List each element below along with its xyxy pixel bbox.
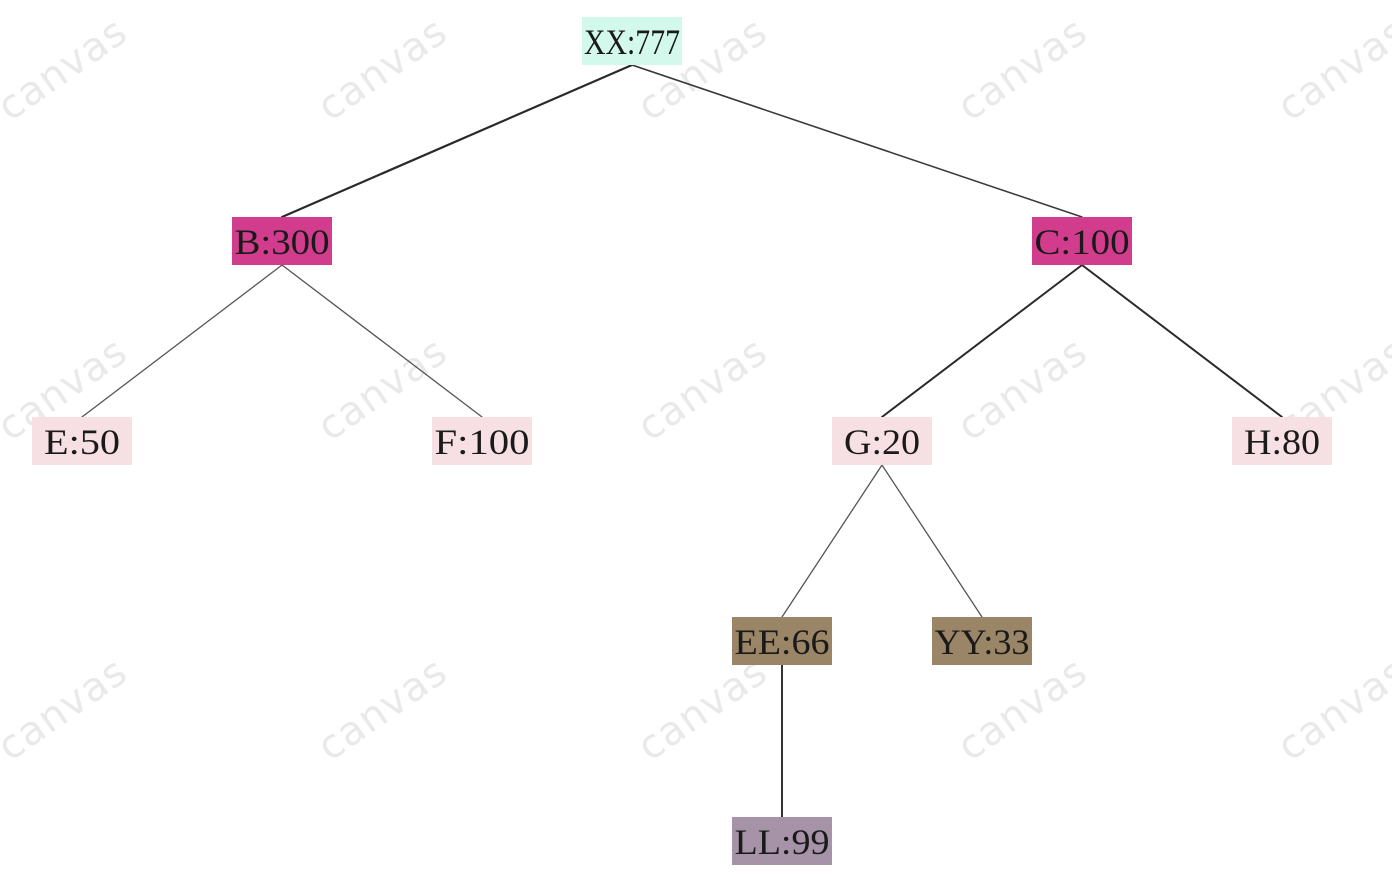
node-label: B:300 — [235, 222, 330, 262]
node-label: EE:66 — [735, 622, 830, 662]
node-box — [582, 17, 682, 65]
node-box — [732, 617, 832, 665]
node-c[interactable]: C:100 — [1032, 217, 1132, 265]
edge-b-e — [81, 264, 283, 418]
node-box — [932, 617, 1032, 665]
node-label: G:20 — [844, 422, 920, 462]
edge-g-ee — [781, 464, 883, 618]
node-xx[interactable]: XX:777 — [582, 17, 682, 65]
watermark-text: canvas — [0, 8, 136, 130]
node-yy[interactable]: YY:33 — [932, 617, 1032, 665]
watermark-text: canvas — [949, 8, 1096, 130]
watermark-text: canvas — [309, 648, 456, 770]
node-label: YY:33 — [935, 622, 1030, 662]
node-h[interactable]: H:80 — [1232, 417, 1332, 465]
watermark-text: canvas — [629, 648, 776, 770]
node-box — [432, 417, 532, 465]
watermark-layer: canvas canvas canvas canvas canvas canvas canv… — [0, 8, 1392, 770]
node-box — [732, 817, 832, 865]
node-box — [232, 217, 332, 265]
watermark-text: canvas — [309, 8, 456, 130]
node-f[interactable]: F:100 — [432, 417, 532, 465]
watermark-text: canvas — [1269, 8, 1392, 130]
watermark-text: canvas — [0, 648, 136, 770]
watermark-text: canvas — [949, 328, 1096, 450]
node-box — [1232, 417, 1332, 465]
node-label: LL:99 — [735, 822, 830, 862]
edge-b-f — [281, 264, 483, 418]
node-box — [832, 417, 932, 465]
edge-c-h — [1081, 264, 1283, 418]
node-label: F:100 — [435, 422, 530, 462]
edge-c-g — [881, 264, 1083, 418]
watermark-text: canvas — [629, 328, 776, 450]
node-ee[interactable]: EE:66 — [732, 617, 832, 665]
node-box — [1032, 217, 1132, 265]
node-b[interactable]: B:300 — [232, 217, 332, 265]
node-label: C:100 — [1035, 222, 1130, 262]
node-box — [32, 417, 132, 465]
node-label: XX:777 — [584, 22, 680, 62]
node-ll[interactable]: LL:99 — [732, 817, 832, 865]
edge-g-yy — [881, 464, 983, 618]
edge-xx-c — [631, 64, 1083, 218]
watermark-text: canvas — [1269, 648, 1392, 770]
node-label: E:50 — [44, 422, 120, 462]
node-g[interactable]: G:20 — [832, 417, 932, 465]
watermark-text: canvas — [949, 648, 1096, 770]
edge-layer — [81, 63, 1283, 818]
edge-xx-b — [280, 63, 634, 219]
node-e[interactable]: E:50 — [32, 417, 132, 465]
node-label: H:80 — [1244, 422, 1320, 462]
